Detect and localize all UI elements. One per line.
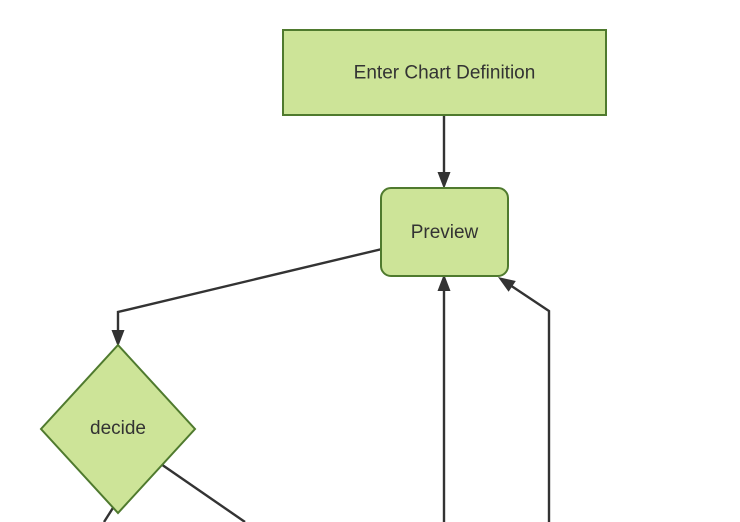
edge-preview-to-decide xyxy=(111,247,383,347)
edge-line xyxy=(116,247,383,338)
arrowhead-icon xyxy=(498,277,516,292)
edge-bottom-right-to-preview xyxy=(498,277,551,522)
node-preview[interactable]: Preview xyxy=(380,187,509,277)
arrowhead-icon xyxy=(437,172,451,189)
node-rectangle[interactable] xyxy=(282,29,607,116)
edge-line xyxy=(157,461,246,522)
node-label-preview: Preview xyxy=(411,222,479,243)
edge-bottom-center-to-preview xyxy=(437,274,451,522)
edge-decide-right-out xyxy=(157,461,246,522)
arrowhead-icon xyxy=(111,330,125,347)
node-rounded-rectangle[interactable] xyxy=(380,187,509,277)
node-decide[interactable]: decide xyxy=(39,343,197,515)
edge-enter-to-preview xyxy=(437,115,451,189)
node-diamond[interactable] xyxy=(39,343,197,515)
edge-line xyxy=(506,282,551,522)
node-enter-chart-definition[interactable]: Enter Chart Definition xyxy=(282,29,607,116)
node-label-enter-chart-definition: Enter Chart Definition xyxy=(354,63,536,84)
node-label-decide: decide xyxy=(90,418,146,439)
arrowhead-icon xyxy=(437,274,451,291)
